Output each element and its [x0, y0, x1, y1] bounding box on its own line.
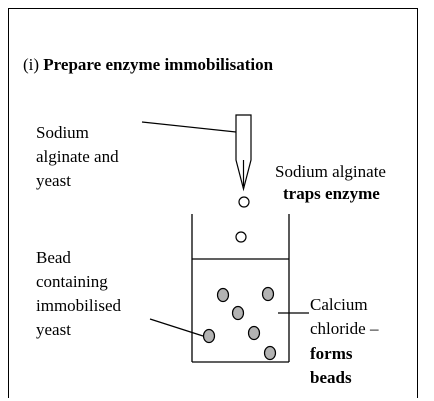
label-beads: beads — [310, 368, 352, 387]
label-calcium-1: Calcium — [310, 295, 368, 314]
diagram-title: (i) Prepare enzyme immobilisation — [23, 54, 273, 75]
title-prefix: (i) — [23, 55, 44, 74]
title-bold: Prepare enzyme immobilisation — [43, 55, 274, 74]
diagram-frame — [8, 8, 418, 398]
leader-alginate — [141, 121, 237, 133]
label-alginate-yeast-1: Sodium — [36, 123, 89, 142]
bead — [216, 287, 230, 303]
label-bead-4: yeast — [36, 320, 71, 339]
label-alginate-yeast-3: yeast — [36, 171, 71, 190]
drop — [238, 196, 250, 208]
label-sodium-alginate: Sodium alginate — [275, 162, 386, 181]
bead — [263, 345, 277, 361]
leader-bead — [149, 318, 204, 337]
drop — [235, 231, 247, 243]
bead — [261, 286, 275, 302]
bead — [231, 305, 245, 321]
bead — [202, 328, 216, 344]
label-traps-enzyme: traps enzyme — [283, 184, 380, 203]
bead — [247, 325, 261, 341]
label-bead-1: Bead — [36, 248, 71, 267]
label-bead-3: immobilised — [36, 296, 121, 315]
beads-group — [202, 286, 277, 361]
pipette — [235, 114, 252, 192]
label-bead-2: containing — [36, 272, 108, 291]
label-calcium-2: chloride – — [310, 319, 379, 338]
beaker — [191, 214, 290, 363]
label-alginate-yeast-2: alginate and — [36, 147, 119, 166]
label-forms: forms — [310, 344, 353, 363]
